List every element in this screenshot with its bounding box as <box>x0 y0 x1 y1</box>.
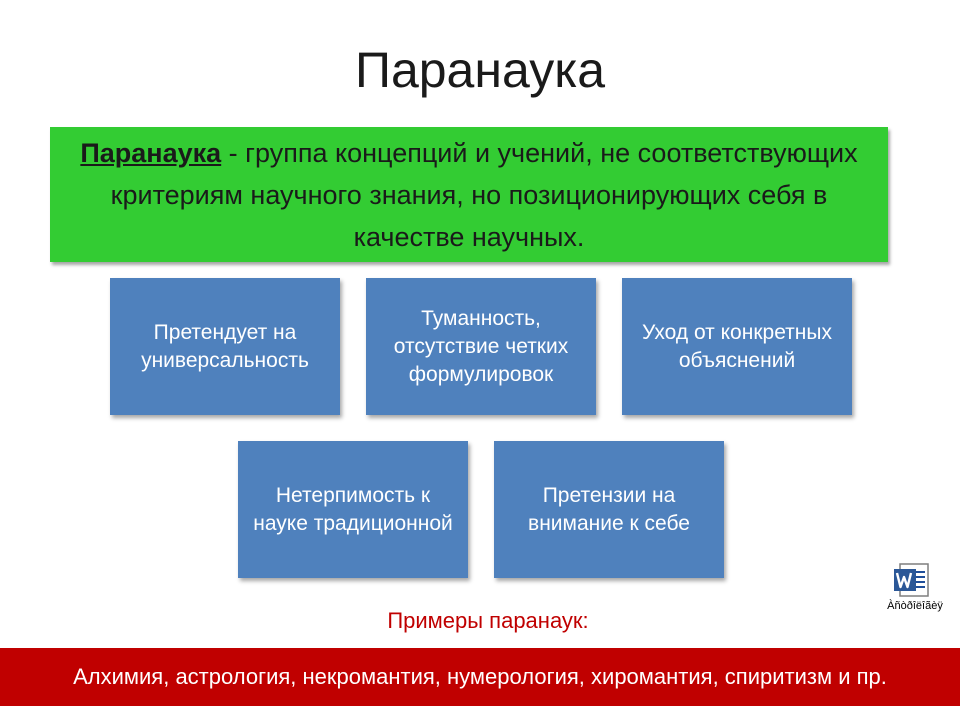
feature-card-label: Уход от конкретных объяснений <box>642 320 832 372</box>
word-document-icon[interactable] <box>892 562 936 598</box>
definition-body: - группа концепций и учений, не соответс… <box>110 137 858 252</box>
feature-card-evasion: Уход от конкретных объяснений <box>622 278 852 415</box>
feature-card-vagueness: Туманность, отсутствие четких формулиров… <box>366 278 596 415</box>
definition-box: Паранаука - группа концепций и учений, н… <box>50 127 888 262</box>
feature-card-label: Претензии на внимание к себе <box>528 483 690 535</box>
slide-title: Паранаука <box>355 42 605 98</box>
examples-list: Алхимия, астрология, некромантия, нумеро… <box>73 664 887 689</box>
feature-card-label: Туманность, отсутствие четких формулиров… <box>393 306 569 386</box>
feature-card-label: Нетерпимость к науке традиционной <box>253 483 453 535</box>
definition-term: Паранаука <box>80 137 222 168</box>
attachment-label[interactable]: Àñòðîëîãèÿ <box>887 600 943 612</box>
definition-text: Паранаука - группа концепций и учений, н… <box>80 132 858 258</box>
feature-card-label: Претендует на универсальность <box>141 320 309 372</box>
examples-bar: Алхимия, астрология, некромантия, нумеро… <box>0 648 960 706</box>
feature-card-universality: Претендует на универсальность <box>110 278 340 415</box>
feature-card-attention: Претензии на внимание к себе <box>494 441 724 578</box>
examples-title: Примеры паранаук: <box>387 608 589 633</box>
feature-card-intolerance: Нетерпимость к науке традиционной <box>238 441 468 578</box>
